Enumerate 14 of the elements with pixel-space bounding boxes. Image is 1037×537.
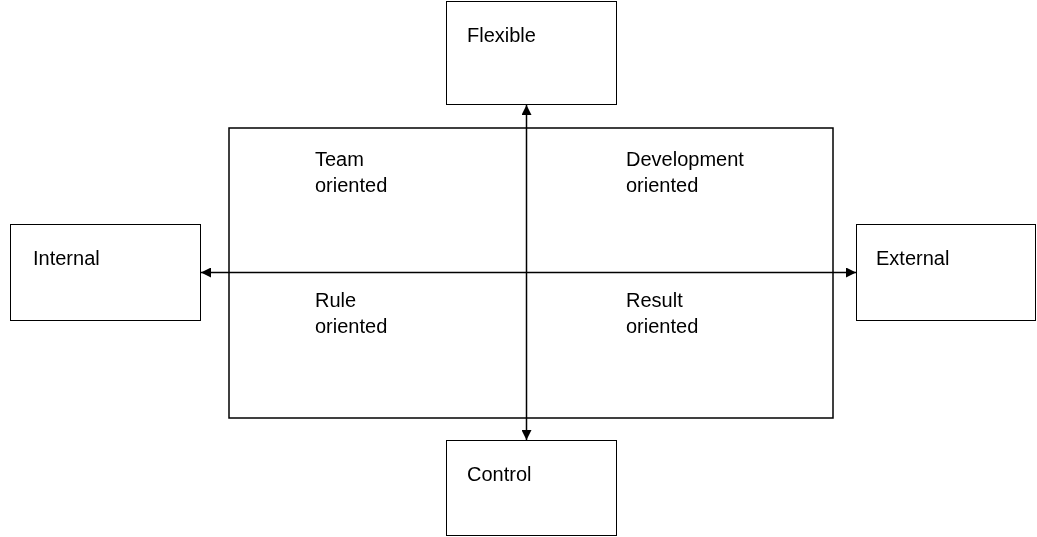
quadrant-label: Rule oriented xyxy=(315,288,389,339)
quadrant-label: Team oriented xyxy=(315,147,389,198)
axis-label: Flexible xyxy=(467,23,537,48)
double-arrow xyxy=(521,104,532,441)
axis-label: Internal xyxy=(33,246,101,271)
double-arrow xyxy=(200,267,857,278)
quadrant-label: Development oriented xyxy=(626,147,745,198)
axis-label: Control xyxy=(467,462,533,487)
axis-box xyxy=(10,224,201,321)
axis-label: External xyxy=(876,246,951,271)
axis-box xyxy=(446,1,617,105)
axis-box xyxy=(446,440,617,536)
quadrant-label: Result oriented xyxy=(626,288,700,339)
axis-box xyxy=(856,224,1036,321)
